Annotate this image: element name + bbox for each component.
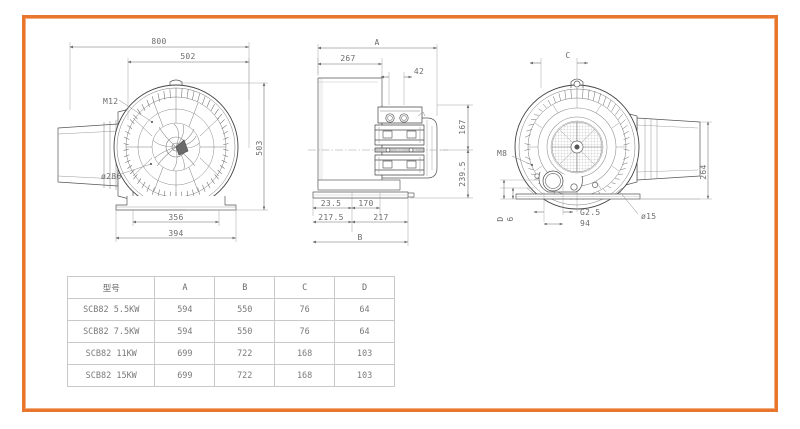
table-row: SCB82 5.5KW 594 550 76 64 — [66, 298, 395, 321]
cell-b: 722 — [214, 342, 276, 365]
dim-94: 94 — [580, 219, 590, 228]
dimension-labels: 800 502 503 356 394 M12 ø286 A B 267 42 … — [101, 37, 708, 242]
callout-m8: M8 — [497, 149, 507, 158]
cell-a: 594 — [154, 320, 216, 343]
dim-170: 170 — [358, 199, 373, 208]
dim-800: 800 — [151, 37, 166, 46]
cell-b: 722 — [214, 364, 276, 387]
header-model: 型号 — [66, 276, 156, 299]
cell-model: SCB82 5.5KW — [66, 298, 156, 321]
cell-c: 76 — [274, 298, 336, 321]
cell-c: 168 — [274, 364, 336, 387]
cell-a: 699 — [154, 364, 216, 387]
cell-model: SCB82 15KW — [66, 364, 156, 387]
inner-border-line — [25, 18, 775, 409]
dim-B-bottom: B — [357, 233, 362, 242]
cell-a: 594 — [154, 298, 216, 321]
table-body: 型号 A B C D SCB82 5.5KW 594 550 76 64 SCB… — [66, 276, 395, 387]
table-row: SCB82 7.5KW 594 550 76 64 — [66, 320, 395, 343]
cell-d: 64 — [334, 298, 395, 321]
dim-D: D — [496, 216, 505, 221]
dim-264: 264 — [699, 164, 708, 179]
header-c: C — [274, 276, 336, 299]
dim-356: 356 — [168, 213, 183, 222]
dim-394: 394 — [168, 229, 183, 238]
dim-502: 502 — [180, 52, 195, 61]
dim-23-5: 23.5 — [321, 199, 341, 208]
header-d: D — [334, 276, 395, 299]
cell-c: 168 — [274, 342, 336, 365]
table-header-row: 型号 A B C D — [66, 276, 395, 299]
model-specification-table: 型号 A B C D SCB82 5.5KW 594 550 76 64 SCB… — [66, 276, 395, 387]
dim-217: 217 — [373, 213, 388, 222]
dim-167: 167 — [458, 119, 467, 134]
cell-b: 550 — [214, 320, 276, 343]
cell-d: 103 — [334, 342, 395, 365]
callout-m12: M12 — [103, 97, 118, 106]
callout-dia15: ø15 — [641, 212, 656, 221]
table-row: SCB82 11KW 699 722 168 103 — [66, 342, 395, 365]
dim-6: 6 — [506, 216, 515, 221]
header-a: A — [154, 276, 216, 299]
cell-model: SCB82 7.5KW — [66, 320, 156, 343]
callout-dia286: ø286 — [101, 172, 121, 181]
front-view-geometry — [57, 42, 268, 242]
cell-a: 699 — [154, 342, 216, 365]
dim-A-top: A — [374, 38, 379, 47]
cell-d: 64 — [334, 320, 395, 343]
cell-b: 550 — [214, 298, 276, 321]
cell-d: 103 — [334, 364, 395, 387]
dim-217-5: 217.5 — [318, 213, 344, 222]
dim-267: 267 — [340, 54, 355, 63]
rear-view-geometry — [500, 58, 712, 226]
callout-g2-5: G2.5 — [580, 208, 600, 217]
cell-c: 76 — [274, 320, 336, 343]
table-row: SCB82 15KW 699 722 168 103 — [66, 364, 395, 387]
dim-503: 503 — [255, 140, 264, 155]
side-view-geometry — [308, 44, 473, 246]
header-b: B — [214, 276, 276, 299]
dim-42: 42 — [414, 67, 424, 76]
dim-C: C — [565, 51, 570, 60]
cell-model: SCB82 11KW — [66, 342, 156, 365]
dim-239-5: 239.5 — [458, 161, 467, 187]
